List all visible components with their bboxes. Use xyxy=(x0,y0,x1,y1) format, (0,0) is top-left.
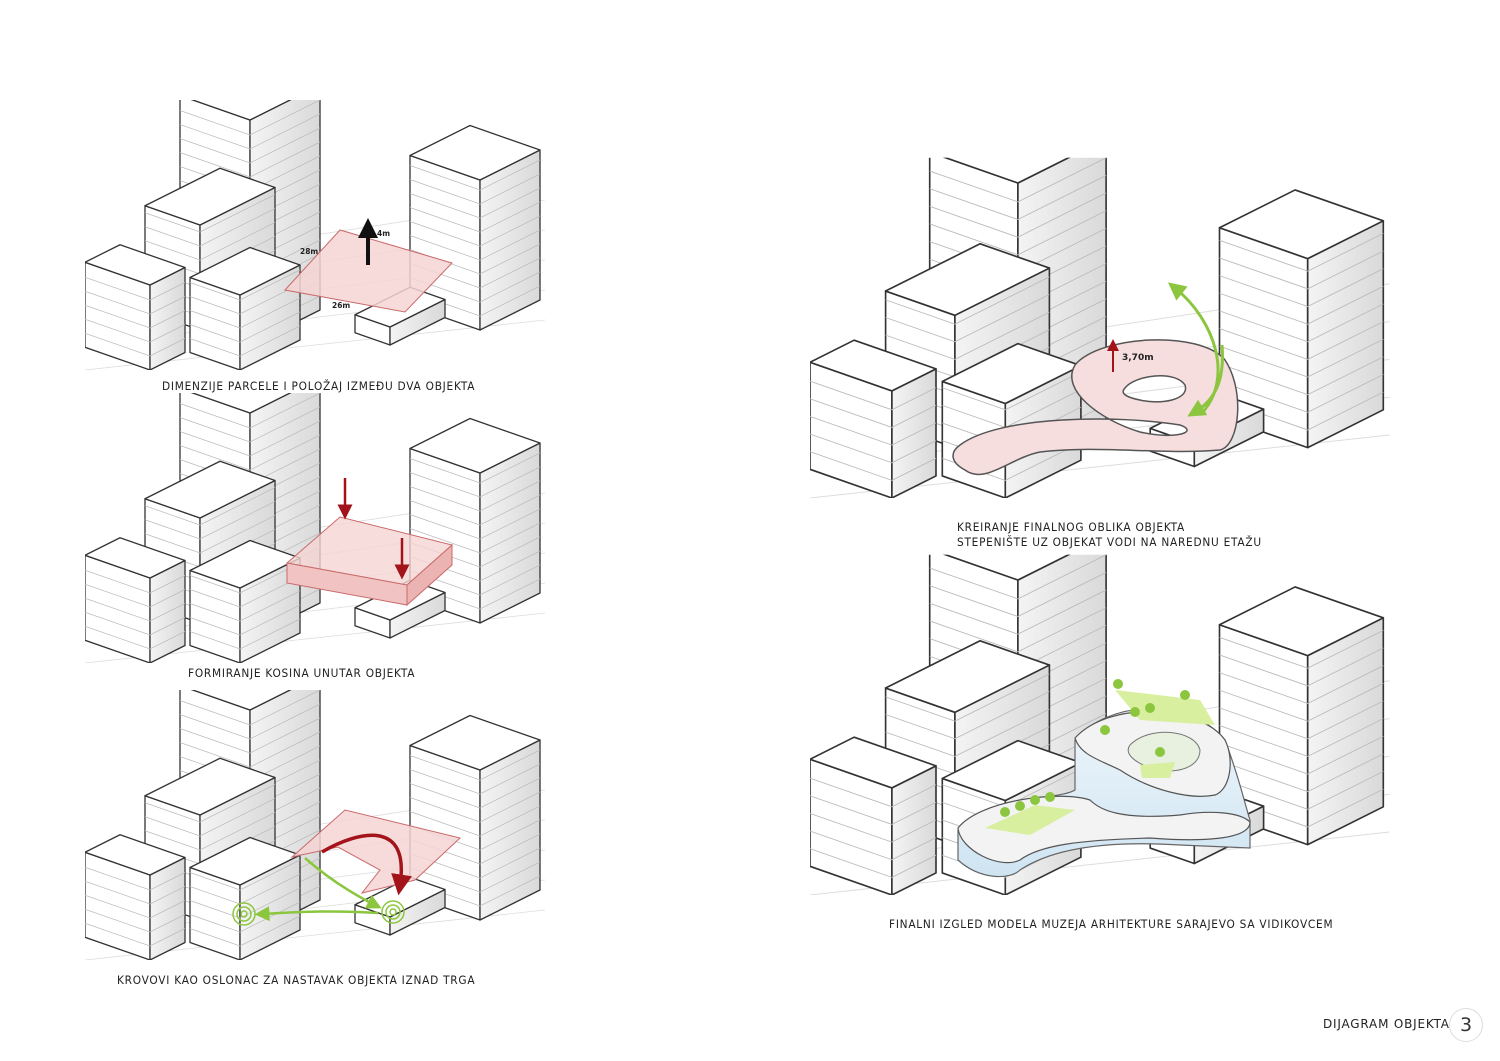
volume-side-right xyxy=(406,543,453,607)
support-circle-1 xyxy=(232,902,256,926)
tree xyxy=(1045,792,1055,802)
green-roof-1 xyxy=(985,805,1075,835)
tree xyxy=(1015,801,1025,811)
tree xyxy=(1000,807,1010,817)
tree xyxy=(1145,703,1155,713)
caption-panel-3: KROVOVI KAO OSLONAC ZA NASTAVAK OBJEKTA … xyxy=(117,973,476,987)
panel-3-roof-supports xyxy=(85,651,545,961)
panel-4-final-form: 3,70m xyxy=(810,108,1390,498)
footer-title: DIJAGRAM OBJEKTA xyxy=(1323,1017,1450,1031)
panel-1-parcel-dimensions: 4m 28m 26m xyxy=(85,61,545,371)
green-roof-2 xyxy=(1115,690,1215,725)
tree xyxy=(1130,707,1140,717)
width-label: 26m xyxy=(332,301,350,310)
caption-panel-4-line1: KREIRANJE FINALNOG OBLIKA OBJEKTA xyxy=(957,520,1186,534)
tree xyxy=(1180,690,1190,700)
height-label: 4m xyxy=(377,229,390,238)
caption-panel-5: FINALNI IZGLED MODELA MUZEJA ARHITEKTURE… xyxy=(889,917,1334,931)
green-arrow-2 xyxy=(254,906,379,922)
stair-arrow-return xyxy=(1187,344,1225,417)
stair-arrow xyxy=(1167,282,1220,417)
green-arrow-1 xyxy=(304,857,382,909)
ribbon-shape xyxy=(952,339,1239,476)
support-circle-2 xyxy=(381,900,405,924)
red-curved-arrow xyxy=(321,833,412,896)
u-shape-plan xyxy=(290,809,462,894)
panel-5-final-model xyxy=(810,505,1390,895)
height-label: 3,70m xyxy=(1122,353,1154,363)
caption-panel-4-line2: STEPENIŠTE UZ OBJEKAT VODI NA NAREDNU ET… xyxy=(957,535,1262,549)
tree xyxy=(1030,795,1040,805)
depth-label: 28m xyxy=(300,247,318,256)
trees xyxy=(1000,679,1190,817)
tree xyxy=(1100,725,1110,735)
tree xyxy=(1155,747,1165,757)
parcel-outline xyxy=(284,229,453,313)
panel-2-slopes xyxy=(85,354,545,664)
tree xyxy=(1113,679,1123,689)
caption-panel-1: DIMENZIJE PARCELE I POLOŽAJ IZMEĐU DVA O… xyxy=(162,379,476,393)
page-number: 3 xyxy=(1449,1008,1483,1042)
green-roof-3 xyxy=(1140,762,1175,778)
caption-panel-2: FORMIRANJE KOSINA UNUTAR OBJEKTA xyxy=(188,666,416,680)
